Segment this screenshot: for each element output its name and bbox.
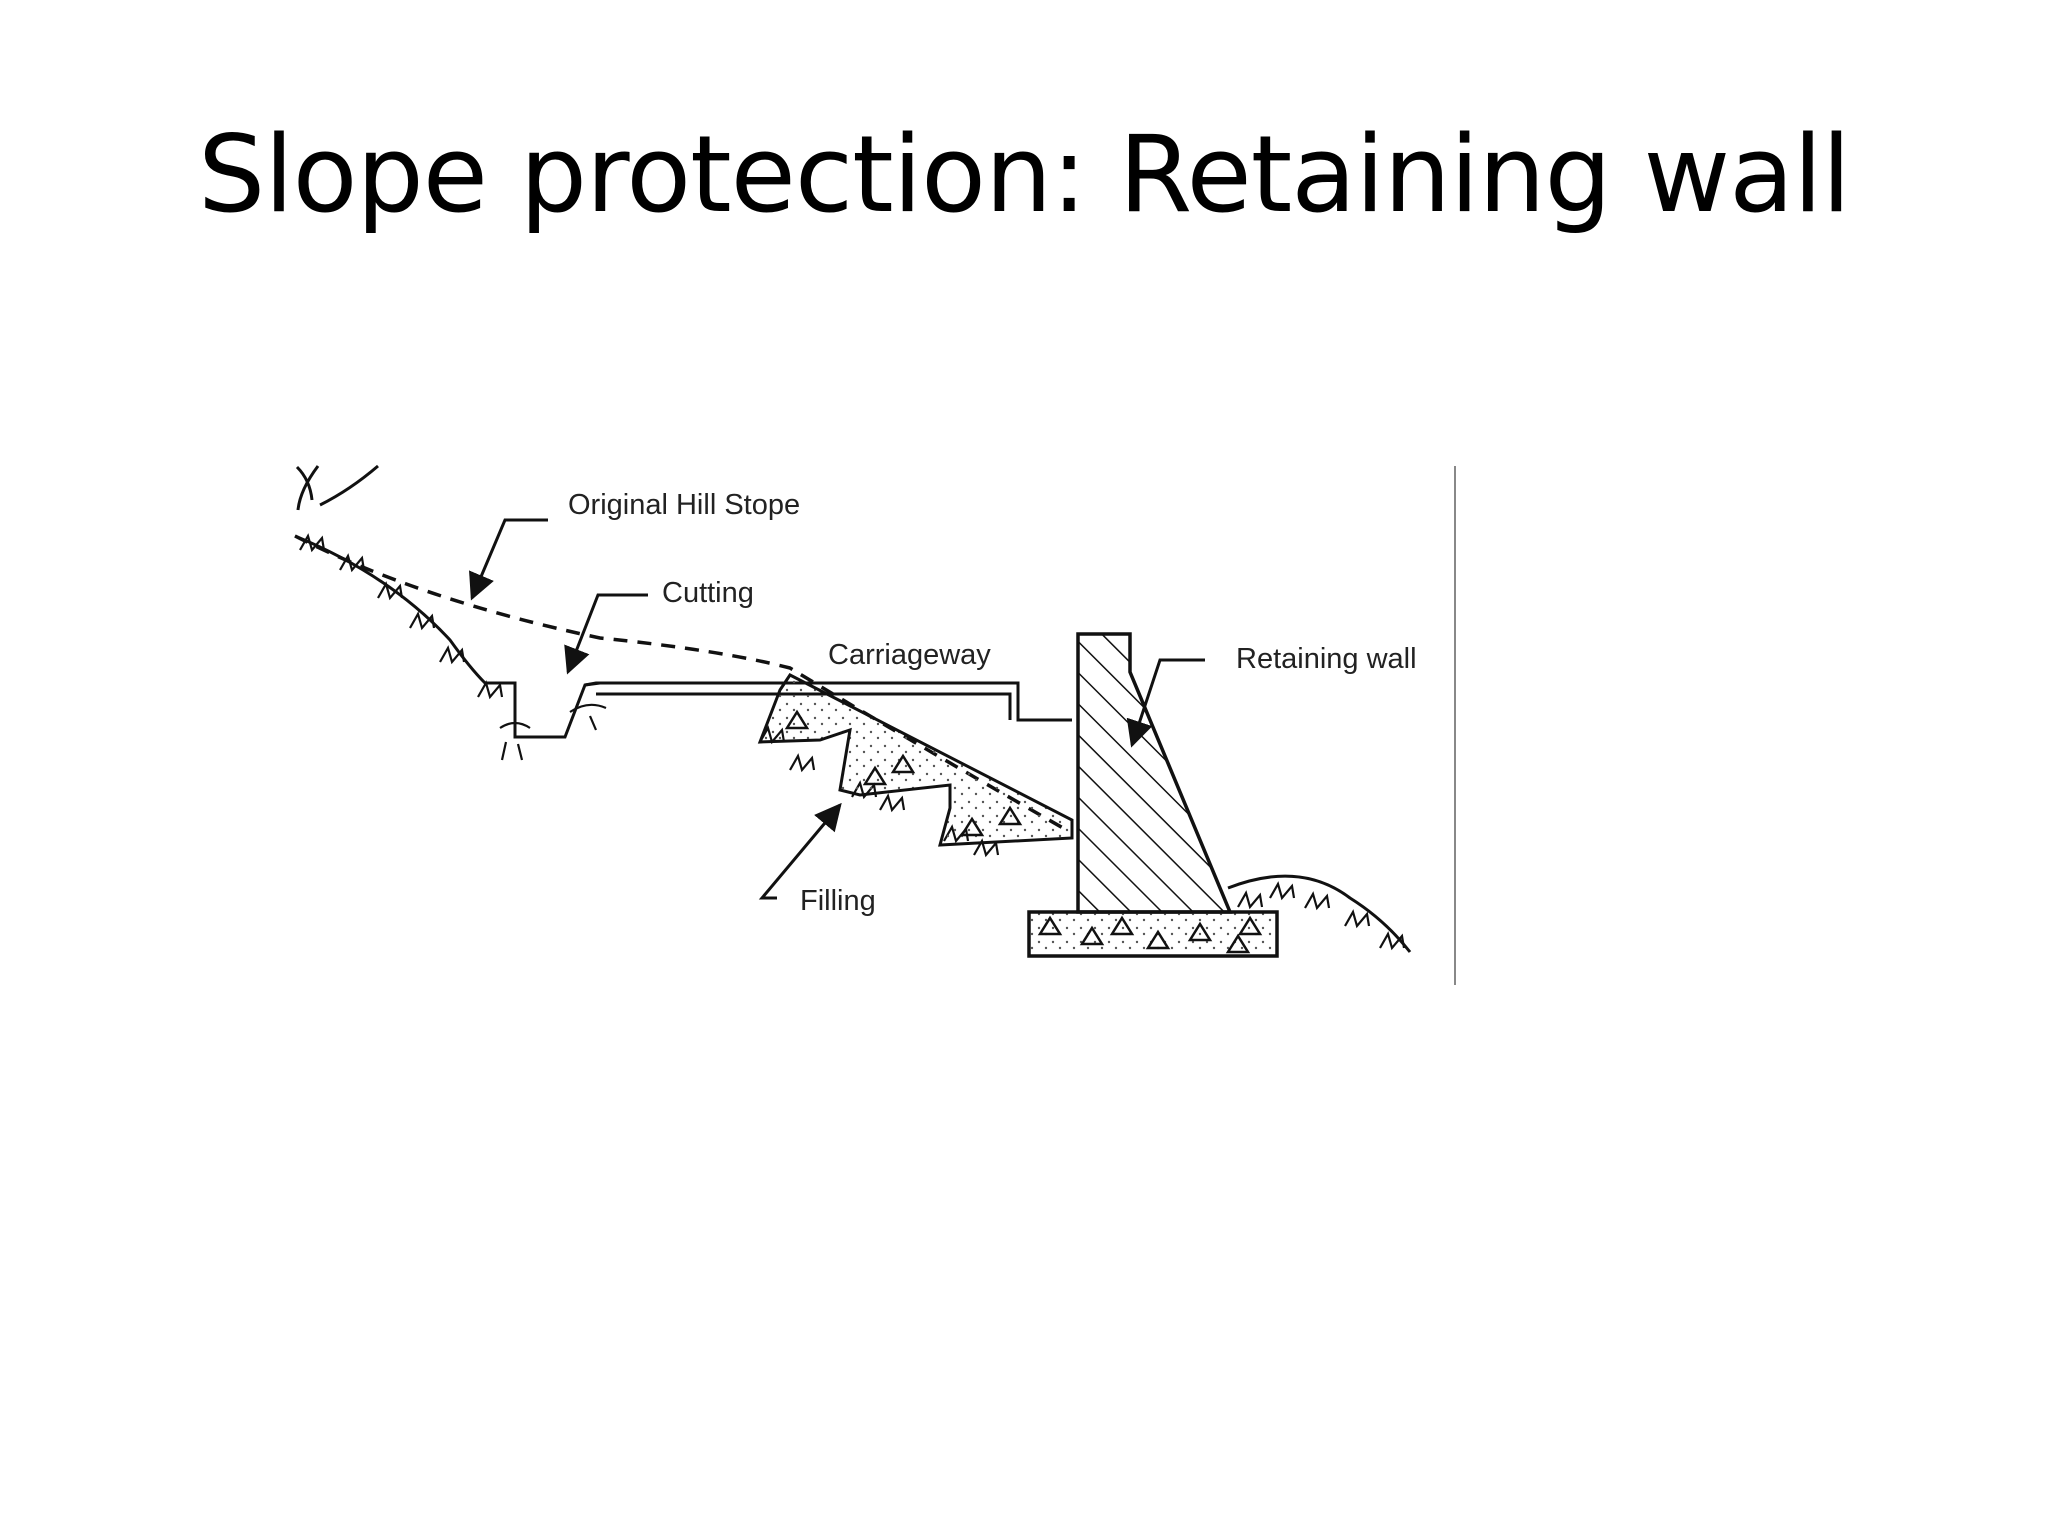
sketch-mark xyxy=(295,464,379,511)
retaining-wall-diagram: Original Hill Stope Cutting Carriageway … xyxy=(292,460,1464,997)
retaining-wall-body xyxy=(1076,632,1233,914)
downhill-ground-line xyxy=(1227,874,1412,953)
label-cutting: Cutting xyxy=(662,577,754,609)
footing-aggregate-triangles xyxy=(1037,915,1263,954)
label-filling: Filling xyxy=(800,885,876,917)
slide-title: Slope protection: Retaining wall xyxy=(197,113,1851,236)
leader-arrows xyxy=(469,518,1205,900)
diagram-canvas: Original Hill Stope Cutting Carriageway … xyxy=(294,464,1456,985)
hill-ground-line xyxy=(294,534,601,739)
carriageway-surface xyxy=(584,681,1072,722)
label-original-hill-slope: Original Hill Stope xyxy=(568,489,800,521)
filling-aggregate-triangles xyxy=(784,709,1023,837)
label-retaining-wall: Retaining wall xyxy=(1236,643,1417,675)
filling-benches xyxy=(757,673,1074,847)
label-carriageway: Carriageway xyxy=(828,639,991,671)
